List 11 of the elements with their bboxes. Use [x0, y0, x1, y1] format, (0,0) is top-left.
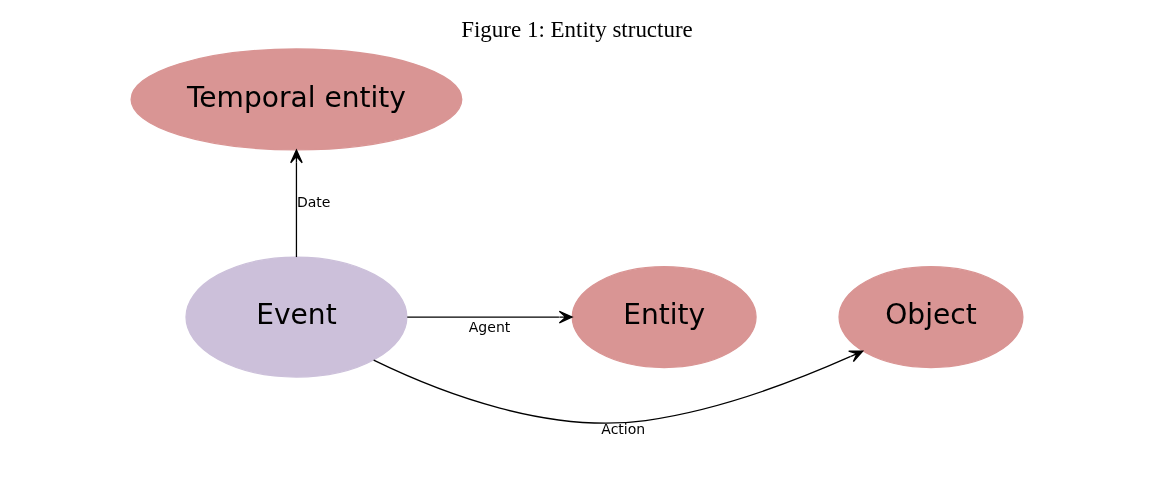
arrow: [372, 350, 863, 424]
node-ellipse: Entity: [571, 266, 757, 369]
arrow: [289, 149, 303, 258]
edge-label: Agent: [468, 319, 510, 336]
arrow: [406, 310, 573, 324]
edge-label: Action: [600, 421, 645, 438]
diagram-title: Figure 1: Entity structure: [460, 16, 693, 42]
edge-label: Date: [296, 194, 330, 211]
node-ellipse: Temporal entity: [129, 48, 462, 151]
node-ellipse: Event: [184, 256, 407, 378]
node-ellipse: Object: [837, 266, 1024, 369]
